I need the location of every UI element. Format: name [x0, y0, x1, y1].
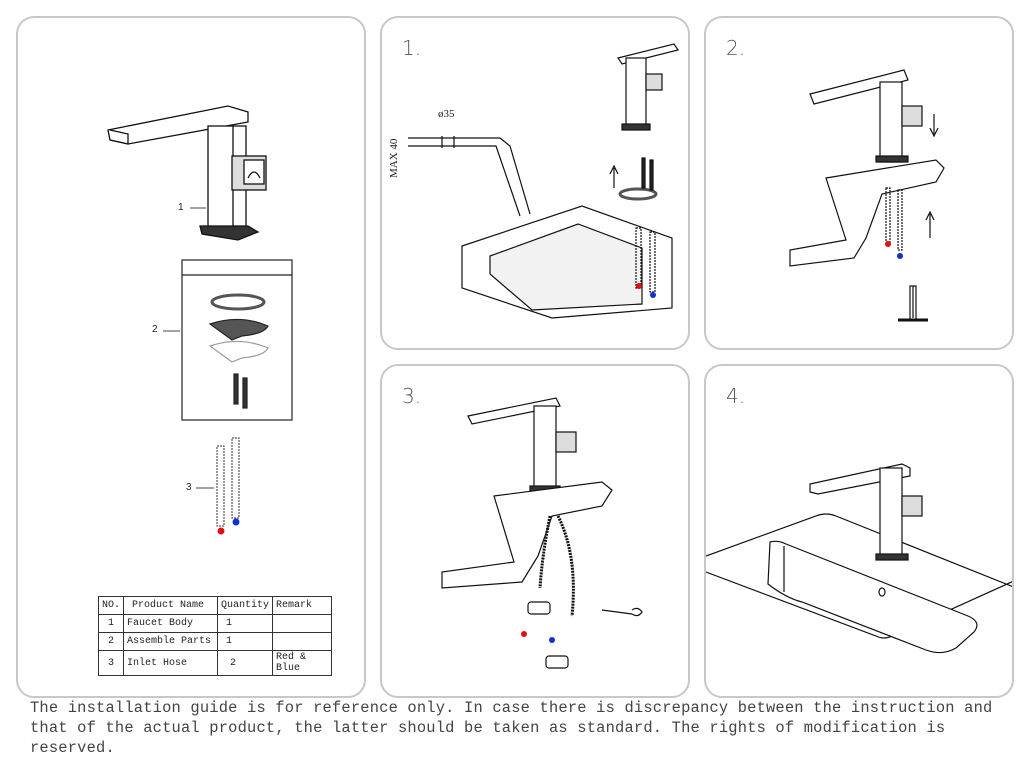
cell-no: 1: [97, 614, 125, 633]
step-4-illustration: [706, 463, 1012, 654]
parts-table: NO. Product Name Quantity Remark 1 Fauce…: [97, 596, 333, 676]
callout-1: 1: [178, 202, 184, 213]
assemble-parts-box: [181, 259, 293, 421]
header-quantity: Quantity: [217, 596, 274, 615]
inlet-hoses-drawing: [216, 437, 240, 535]
max-thickness-label: MAX 40: [388, 138, 400, 178]
cell-qty: 1: [217, 614, 274, 633]
faucet-body-drawing: [107, 105, 267, 241]
step-number: 4.: [726, 384, 746, 408]
header-no: NO.: [97, 596, 125, 615]
table-row: 3 Inlet Hose 2 Red & Blue: [97, 650, 333, 676]
callout-2: 2: [152, 324, 158, 335]
hole-diameter-label: ø35: [438, 108, 455, 120]
step-2-illustration: [789, 69, 945, 322]
table-row: 1 Faucet Body 1: [97, 614, 333, 633]
cell-qty: 1: [217, 632, 274, 651]
step-3-illustration: [441, 397, 643, 669]
hot-marker: [217, 527, 225, 535]
step-number: 3.: [402, 384, 422, 408]
disclaimer-text: The installation guide is for reference …: [30, 699, 993, 757]
parts-panel: 1 2 3 NO. Product Name Quantity Remark 1…: [16, 16, 366, 698]
cell-name: Assemble Parts: [123, 632, 219, 651]
header-product-name: Product Name: [123, 596, 219, 615]
callout-3: 3: [186, 482, 192, 493]
header-remark: Remark: [272, 596, 333, 615]
cell-remark: Red & Blue: [272, 650, 333, 676]
step-2-panel: 2.: [704, 16, 1014, 350]
cell-qty: 2: [217, 650, 274, 676]
cell-no: 3: [97, 650, 125, 676]
step-4-panel: 4.: [704, 364, 1014, 698]
cell-remark: [272, 632, 333, 651]
cold-marker: [232, 518, 240, 526]
cell-name: Inlet Hose: [123, 650, 219, 676]
table-row: 2 Assemble Parts 1: [97, 632, 333, 651]
cell-name: Faucet Body: [123, 614, 219, 633]
cell-no: 2: [97, 632, 125, 651]
table-header-row: NO. Product Name Quantity Remark: [97, 596, 333, 615]
step-1-panel: 1. ø35 MAX 40: [380, 16, 690, 350]
parts-illustration: [107, 105, 293, 535]
step-number: 1.: [402, 36, 422, 60]
step-3-panel: 3.: [380, 364, 690, 698]
cell-remark: [272, 614, 333, 633]
step-1-illustration: [408, 43, 679, 319]
step-number: 2.: [726, 36, 746, 60]
